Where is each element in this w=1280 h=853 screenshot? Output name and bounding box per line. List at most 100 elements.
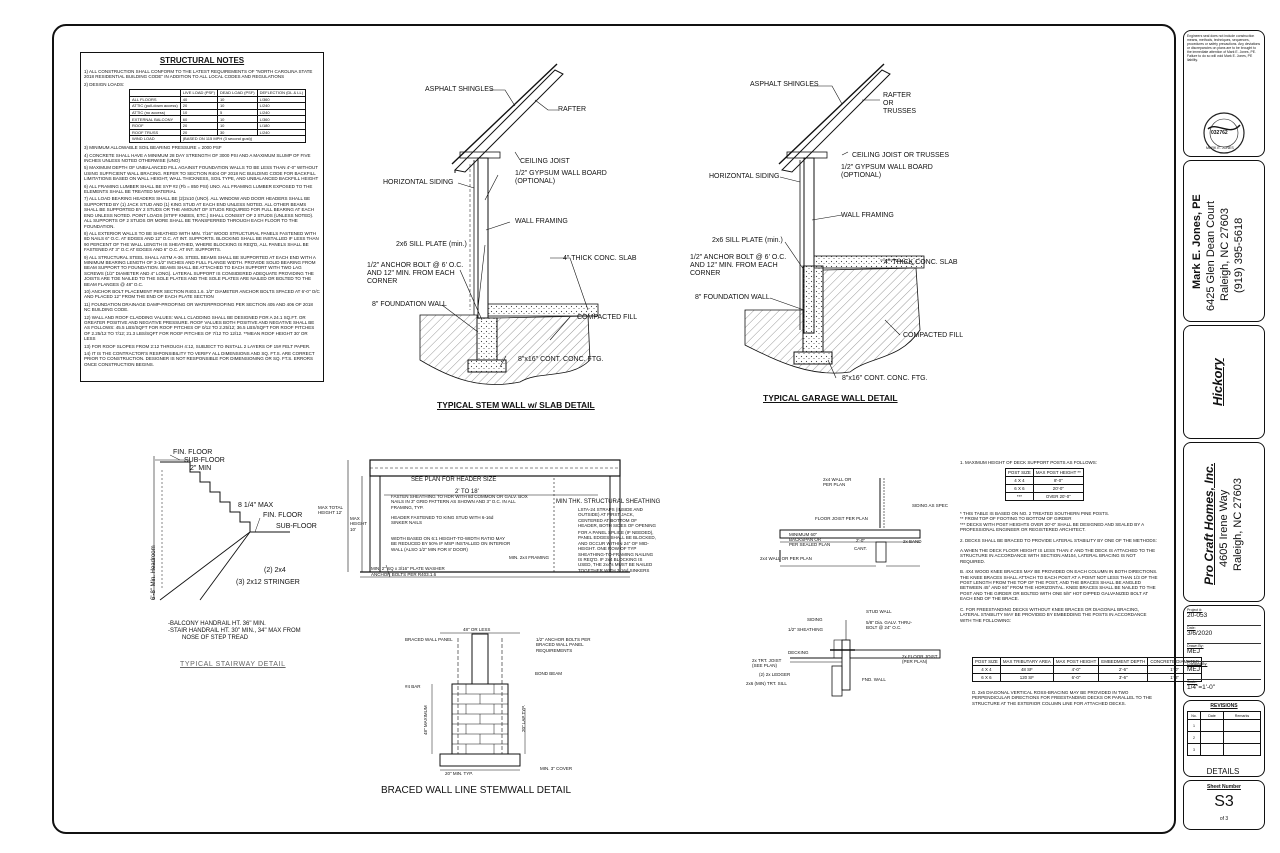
engineer-name: Mark E. Jones, PE xyxy=(1191,194,1203,289)
stem-label-siding: HORIZONTAL SIDING xyxy=(383,179,454,186)
portal-note-3: WIDTH BASED ON 6:1 HEIGHT-TO-WIDTH RATIO… xyxy=(391,536,511,552)
load-cell: ATTIC (pull-down access) xyxy=(129,102,181,110)
revision-number: 3 xyxy=(1187,743,1201,756)
project-field-value: 3/6/2020 xyxy=(1187,630,1213,637)
embed-table-header: MAX TRIBUTARY AREA xyxy=(999,657,1054,666)
portal-note-1: FASTEN SHEATHING TO HDR WITH 8d COMMON O… xyxy=(391,494,528,510)
portal-label-span: 2' TO 18' xyxy=(455,489,479,495)
drawing-sheet-border xyxy=(52,24,1176,834)
load-cell: L/180 xyxy=(256,121,307,130)
stem-wall-detail-drawing xyxy=(419,63,599,385)
portal-note-4: LSTA-24 STRAPS (INSIDE AND OUTSIDE) AT F… xyxy=(578,507,657,529)
seal-name: MARK E. JONES xyxy=(1206,146,1234,150)
embed-table-header: EMBEDMENT DEPTH xyxy=(1098,657,1149,666)
load-cell: 5 xyxy=(216,108,258,117)
stem-wall-title: TYPICAL STEM WALL w/ SLAB DETAIL xyxy=(437,400,595,410)
load-header: DEFLECTION (DL & LL) xyxy=(256,89,307,97)
load-cell: 10 xyxy=(216,102,258,110)
project-field: Checked By: MEJ xyxy=(1187,662,1261,680)
stair-label-2x4: (2) 2x4 xyxy=(264,567,286,574)
sheet-number-block: Sheet Number S3 of 3 xyxy=(1183,780,1265,830)
revision-date xyxy=(1200,719,1224,732)
note-8: 8) ALL EXTERIOR WALLS TO BE SHEATHED WIT… xyxy=(84,230,319,253)
deck-notes-list: * THIS TABLE IS BASED ON NO. 2 TREATED S… xyxy=(960,511,1158,623)
portal-label-header: SEE PLAN FOR HEADER SIZE xyxy=(411,477,497,483)
engineer-address-2: Raleigh, NC 27603 xyxy=(1219,208,1231,301)
load-cell: L/240 xyxy=(256,128,307,137)
load-cell: 10 xyxy=(179,108,218,117)
embed-table-cell: 3'-6" xyxy=(1098,673,1149,682)
revision-remarks xyxy=(1223,743,1261,756)
garage-label-siding: HORIZONTAL SIDING xyxy=(709,173,780,180)
note-9: 9) ALL STRUCTURAL STEEL SHALL ASTM A-36.… xyxy=(84,254,316,287)
load-cell: 10 xyxy=(216,121,258,130)
engineer-address-1: 6425 Glen Dean Court xyxy=(1205,200,1217,311)
stair-label-fin-floor: FIN. FLOOR xyxy=(263,512,303,519)
garage-wall-detail-drawing xyxy=(744,63,925,379)
note-14: 14) IT IS THE CONTRACTOR'S RESPONSIBILIT… xyxy=(84,351,315,367)
braced-label-panel: BRACED WALL PANEL xyxy=(405,637,453,642)
revisions-header: No. xyxy=(1187,711,1201,720)
load-cell: L/240 xyxy=(256,108,307,117)
stair-label-fin-floor-top: FIN. FLOOR xyxy=(173,449,213,456)
load-cell: ALL FLOORS xyxy=(129,95,181,104)
sheet-label: DETAILS xyxy=(1206,767,1240,776)
stair-note-1: -BALCONY HANDRAIL HT. 36" MIN. xyxy=(168,621,266,627)
garage-label-foundation: 8" FOUNDATION WALL xyxy=(695,294,770,301)
project-field-value: MEJ xyxy=(1187,666,1200,673)
load-cell: 10 xyxy=(216,115,258,123)
note-2: 2) DESIGN LOADS: xyxy=(84,81,125,87)
braced-label-width: 48" OR LESS xyxy=(463,627,491,632)
deck-details-drawing xyxy=(779,478,941,697)
portal-label-framing: MIN. 2x4 FRAMING xyxy=(509,555,550,560)
project-field: Project #: 20-053 xyxy=(1187,608,1261,626)
project-field-label: Checked By: xyxy=(1187,662,1208,666)
ledger-label-bolt: 5/8" Dia. GALV. THRU-BOLT @ 24" O.C. xyxy=(866,620,913,631)
braced-label-anchor: 1/2" ANCHOR BOLTS PER BRACED WALL PANEL … xyxy=(536,637,591,653)
load-cell: 10 xyxy=(216,95,258,104)
note-11: 11) FOUNDATION DRAINAGE DAMP-PROOFING OR… xyxy=(84,301,313,313)
garage-label-fill: COMPACTED FILL xyxy=(903,332,964,339)
stem-label-ceiling-joist: CEILING JOIST xyxy=(520,158,570,165)
braced-label-max-height: 48" MAXIMUM xyxy=(423,705,428,735)
braced-label-typ: 20" MIN. TYP. xyxy=(445,771,473,776)
deck-note-2a: A.WHEN THE DECK FLOOR HEIGHT IS LESS THA… xyxy=(960,548,1156,564)
note-12: 12) WALL AND ROOF CLADDING VALUES: WALL … xyxy=(84,314,315,342)
garage-label-anchor-1: 1/2" ANCHOR BOLT @ 6' O.C. xyxy=(690,254,787,261)
stem-label-gypsum-optional: (OPTIONAL) xyxy=(515,178,556,185)
project-field: Date: 3/6/2020 xyxy=(1187,626,1261,644)
stairway-detail-drawing xyxy=(153,454,290,601)
braced-label-lap: 20" LAP TYP. xyxy=(521,705,526,732)
project-name: Hickory xyxy=(1210,358,1225,406)
revisions-title: REVISIONS xyxy=(1210,703,1238,709)
deck-label-wall: 2x4 WALL OR PER PLAN xyxy=(823,477,852,488)
load-cell: L/360 xyxy=(256,115,307,123)
embed-table-header: POST SIZE xyxy=(972,657,1001,666)
load-cell: 20 xyxy=(179,128,218,137)
post-table-cell: 20'-0" xyxy=(1032,484,1084,493)
project-fields-list: Project #: 20-053 Date: 3/6/2020 Drawn B… xyxy=(1187,608,1261,696)
deck-label-wall-2: 2x4 WALL OR PER PLAN xyxy=(760,556,812,561)
project-field: Scale: 1/4"=1'-0" xyxy=(1187,680,1261,696)
load-cell: L/360 xyxy=(256,95,307,104)
stair-label-sub-floor-top: SUB-FLOOR xyxy=(184,457,225,464)
post-table-cell: *** xyxy=(1005,492,1034,501)
load-header xyxy=(129,89,181,97)
project-field-value: 1/4"=1'-0" xyxy=(1187,684,1216,691)
garage-label-anchor-3: CORNER xyxy=(690,270,721,277)
post-table-cell: OVER 20'-0" xyxy=(1032,492,1084,501)
deck-note-2: 2. DECKS SHALL BE BRACED TO PROVIDE LATE… xyxy=(960,537,1157,543)
sheet-of: of 3 xyxy=(1219,816,1229,822)
post-table-header: MAX POST HEIGHT ** xyxy=(1032,468,1084,477)
note-7: 7) ALL LOAD BEARING HEADERS SHALL BE (2)… xyxy=(84,196,314,229)
note-1: 1) ALL CONSTRUCTION SHALL CONFORM TO THE… xyxy=(84,69,313,80)
load-cell: ROOF xyxy=(129,121,181,130)
braced-label-cover: MIN. 3" COVER xyxy=(540,766,573,771)
stem-label-foundation: 8" FOUNDATION WALL xyxy=(372,301,447,308)
project-field-label: Project #: xyxy=(1187,608,1203,612)
ledger-label-fnd: FND. WALL xyxy=(862,677,886,682)
project-field-label: Scale: xyxy=(1187,680,1197,684)
embed-table-cell: 1'-8" xyxy=(1147,673,1202,682)
portal-note-5: FOR A PANEL SPLICE (IF NEEDED), PANEL ED… xyxy=(578,530,656,573)
engineer-disclaimer: Engineers seal does not include construc… xyxy=(1187,34,1261,62)
